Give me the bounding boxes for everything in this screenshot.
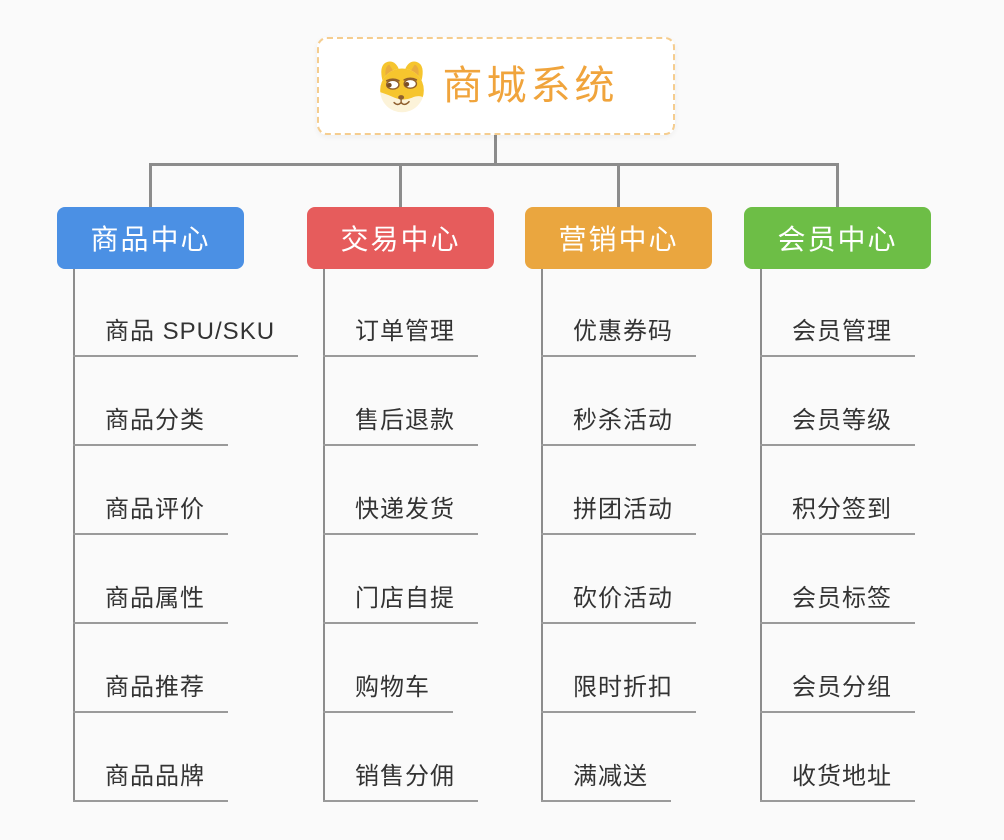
leaf-node-trade-center-2[interactable]: 售后退款 bbox=[323, 403, 478, 446]
leaf-node-trade-center-3[interactable]: 快递发货 bbox=[323, 492, 478, 535]
branch-node-marketing-center[interactable]: 营销中心 bbox=[525, 207, 712, 269]
leaf-node-marketing-center-1[interactable]: 优惠券码 bbox=[541, 314, 696, 357]
leaf-node-trade-center-5[interactable]: 购物车 bbox=[323, 670, 453, 713]
root-node[interactable]: 商城系统 bbox=[317, 37, 675, 135]
rail-connector-trade-center bbox=[323, 269, 325, 802]
leaf-node-trade-center-6[interactable]: 销售分佣 bbox=[323, 759, 478, 802]
leaf-node-marketing-center-4[interactable]: 砍价活动 bbox=[541, 581, 696, 624]
leaf-node-product-center-1[interactable]: 商品 SPU/SKU bbox=[73, 314, 299, 357]
leaf-node-marketing-center-3[interactable]: 拼团活动 bbox=[541, 492, 696, 535]
leaf-node-product-center-5[interactable]: 商品推荐 bbox=[73, 670, 228, 713]
doge-icon bbox=[379, 61, 424, 113]
root-stem-connector bbox=[494, 135, 497, 164]
leaf-node-member-center-5[interactable]: 会员分组 bbox=[760, 670, 915, 713]
leaf-node-member-center-3[interactable]: 积分签到 bbox=[760, 492, 915, 535]
rail-connector-product-center bbox=[73, 269, 75, 802]
leaf-node-trade-center-1[interactable]: 订单管理 bbox=[323, 314, 478, 357]
leaf-node-marketing-center-6[interactable]: 满减送 bbox=[541, 759, 671, 802]
drop-connector-product-center bbox=[149, 163, 152, 208]
leaf-node-product-center-6[interactable]: 商品品牌 bbox=[73, 759, 228, 802]
leaf-node-product-center-2[interactable]: 商品分类 bbox=[73, 403, 228, 446]
drop-connector-trade-center bbox=[399, 163, 402, 208]
branch-node-trade-center[interactable]: 交易中心 bbox=[307, 207, 494, 269]
leaf-node-member-center-6[interactable]: 收货地址 bbox=[760, 759, 915, 802]
root-title: 商城系统 bbox=[442, 64, 619, 108]
branch-node-product-center[interactable]: 商品中心 bbox=[57, 207, 244, 269]
leaf-node-marketing-center-2[interactable]: 秒杀活动 bbox=[541, 403, 696, 446]
leaf-node-product-center-4[interactable]: 商品属性 bbox=[73, 581, 228, 624]
leaf-node-marketing-center-5[interactable]: 限时折扣 bbox=[541, 670, 696, 713]
branch-node-member-center[interactable]: 会员中心 bbox=[744, 207, 931, 269]
branch-horizontal-connector bbox=[149, 163, 839, 166]
drop-connector-marketing-center bbox=[617, 163, 620, 208]
rail-connector-member-center bbox=[760, 269, 762, 802]
leaf-node-member-center-1[interactable]: 会员管理 bbox=[760, 314, 915, 357]
leaf-node-product-center-3[interactable]: 商品评价 bbox=[73, 492, 228, 535]
rail-connector-marketing-center bbox=[541, 269, 543, 802]
leaf-node-member-center-4[interactable]: 会员标签 bbox=[760, 581, 915, 624]
leaf-node-member-center-2[interactable]: 会员等级 bbox=[760, 403, 915, 446]
leaf-node-trade-center-4[interactable]: 门店自提 bbox=[323, 581, 478, 624]
drop-connector-member-center bbox=[836, 163, 839, 208]
